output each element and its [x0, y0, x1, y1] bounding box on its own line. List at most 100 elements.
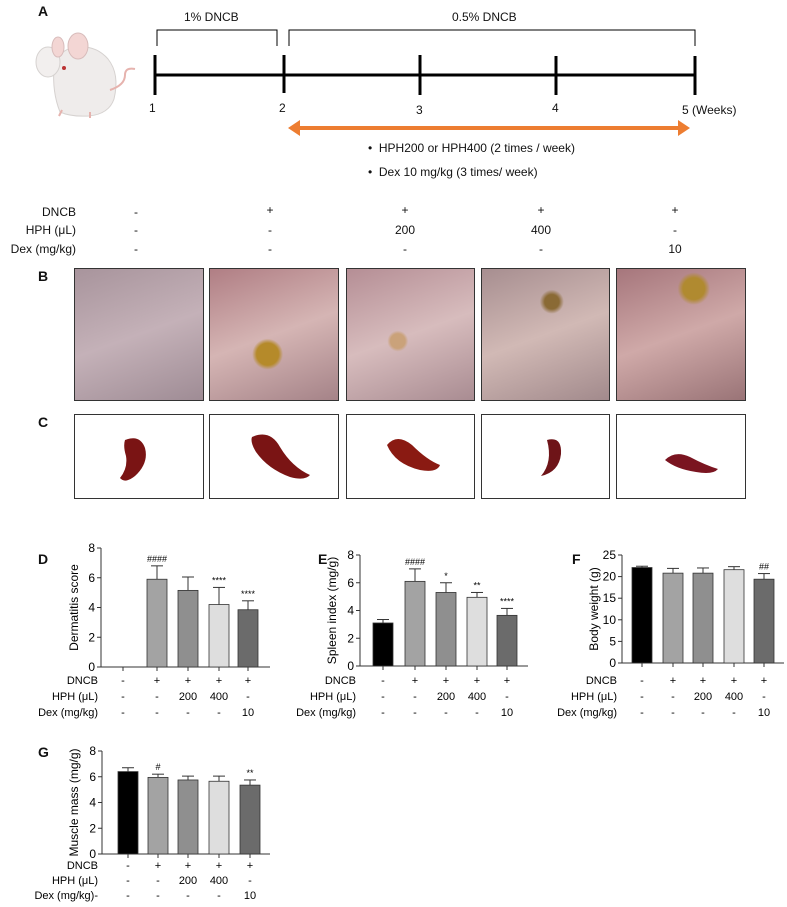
- treatment-cell: 400: [210, 691, 228, 703]
- treatment-cell: +: [245, 675, 251, 687]
- treatment-row-label: HPH (μL): [52, 691, 98, 703]
- treatment-cell: -: [732, 707, 736, 719]
- row-label-hph: HPH (μL): [25, 223, 76, 237]
- phase-2-label: 0.5% DNCB: [452, 10, 517, 24]
- bar: [146, 578, 168, 668]
- y-tick-label: 2: [347, 631, 354, 645]
- mouse-illustration: [35, 32, 136, 118]
- treatment-cell: +: [700, 675, 706, 687]
- y-axis-label: Dermatitis score: [67, 564, 81, 651]
- bar: [237, 609, 259, 668]
- bar: [753, 578, 775, 664]
- y-tick-label: 4: [88, 601, 95, 615]
- treatment-row-label: DNCB: [586, 675, 617, 687]
- treatment-cell: +: [216, 860, 222, 872]
- treatment-cell: +: [266, 203, 274, 217]
- panel-label-b: B: [38, 268, 49, 284]
- panel-label-g: G: [38, 744, 49, 760]
- bracket-1pct: [156, 29, 278, 46]
- treatment-cell: -: [186, 890, 190, 902]
- treatment-cell: 200: [694, 691, 712, 703]
- treatment-cell: -: [640, 691, 644, 703]
- treatment-cell: -: [403, 242, 407, 256]
- bar: [208, 604, 230, 668]
- significance-label: #: [155, 762, 160, 772]
- significance-label: ####: [147, 554, 167, 564]
- significance-label: ####: [405, 557, 425, 567]
- treatment-cell: -: [126, 875, 130, 887]
- treatment-cell: +: [185, 860, 191, 872]
- bar: [117, 771, 139, 855]
- bar: [177, 589, 199, 668]
- treatment-row-label: Dex (mg/kg)-: [34, 890, 98, 902]
- treatment-cell: +: [155, 860, 161, 872]
- skin-photo-dex: [616, 268, 746, 401]
- treatment-cell: -: [505, 691, 509, 703]
- treatment-cell: -: [701, 707, 705, 719]
- y-tick-label: 8: [89, 744, 96, 758]
- treatment-cell: 200: [394, 223, 416, 237]
- treatment-cell: +: [670, 675, 676, 687]
- treatment-cell: 10: [242, 707, 254, 719]
- y-tick-label: 2: [89, 821, 96, 835]
- timeline-ticks: [153, 55, 697, 95]
- treatment-cell: +: [412, 675, 418, 687]
- bar: [208, 780, 230, 855]
- treatment-row-label: Dex (mg/kg): [557, 707, 617, 719]
- bullet-text: HPH200 or HPH400 (2 times / week): [378, 141, 575, 155]
- treatment-row-label: DNCB: [67, 675, 98, 687]
- bar: [466, 596, 488, 667]
- treatment-cell: -: [121, 691, 125, 703]
- treatment-cell: -: [217, 707, 221, 719]
- spleen-photo-hph400: [481, 414, 610, 499]
- treatment-row-label: DNCB: [325, 675, 356, 687]
- y-axis-label: Muscle mass (mg/g): [67, 748, 81, 856]
- bar: [692, 572, 714, 664]
- y-tick-label: 0: [88, 660, 95, 674]
- treatment-row-label: Dex (mg/kg): [296, 707, 356, 719]
- y-tick-label: 5: [609, 634, 616, 648]
- week-label: 3: [416, 103, 423, 117]
- treatment-cell: -: [381, 675, 385, 687]
- treatment-cell: -: [444, 707, 448, 719]
- treatment-cell: +: [761, 675, 767, 687]
- bar: [147, 776, 169, 855]
- panel-label-a: A: [38, 3, 49, 19]
- treatment-cell: -: [268, 242, 272, 256]
- significance-label: ****: [241, 589, 256, 599]
- treatment-cell: +: [731, 675, 737, 687]
- treatment-cell: -: [134, 205, 138, 219]
- treatment-cell: -: [268, 223, 272, 237]
- treatment-cell: +: [537, 203, 545, 217]
- y-tick-label: 8: [88, 541, 95, 555]
- treatment-cell: 10: [758, 707, 770, 719]
- significance-label: **: [246, 768, 254, 778]
- bar: [239, 784, 261, 855]
- treatment-cell: +: [504, 675, 510, 687]
- significance-label: ****: [500, 596, 515, 606]
- treatment-cell: 400: [468, 691, 486, 703]
- treatment-cell: -: [155, 691, 159, 703]
- y-tick-label: 2: [88, 630, 95, 644]
- y-axis-label: Body weight (g): [587, 567, 601, 650]
- panel-label-e: E: [318, 551, 328, 567]
- treatment-cell: 400: [530, 223, 552, 237]
- bar: [404, 580, 426, 667]
- y-tick-label: 10: [603, 613, 617, 627]
- panel-label-c: C: [38, 414, 49, 430]
- y-axis-label: Spleen index (mg/g): [325, 557, 339, 664]
- bullet-text: Dex 10 mg/kg (3 times/ week): [378, 165, 538, 179]
- bracket-05pct: [288, 29, 696, 46]
- treatment-cell: -: [121, 675, 125, 687]
- spleen-photo-hph200: [346, 414, 475, 499]
- treatment-cell: -: [126, 890, 130, 902]
- week-label: 4: [552, 101, 559, 115]
- skin-photo-hph400: [481, 268, 610, 401]
- y-tick-label: 0: [347, 659, 354, 673]
- y-tick-label: 0: [609, 656, 616, 670]
- significance-label: ##: [759, 562, 769, 572]
- treatment-cell: 200: [179, 691, 197, 703]
- treatment-cell: +: [185, 675, 191, 687]
- row-label-dex: Dex (mg/kg): [10, 242, 76, 256]
